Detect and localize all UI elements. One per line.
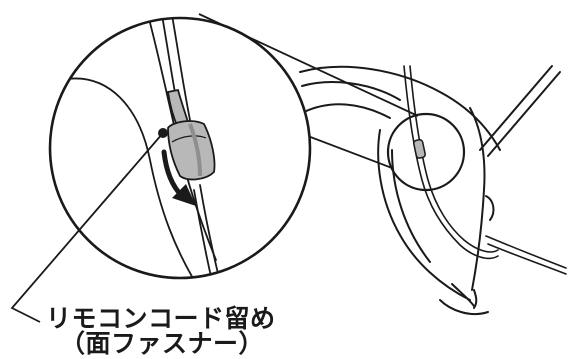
magnified-fastener-clip (166, 88, 216, 181)
callout-leader-line (10, 132, 164, 323)
callout-label-line1: リモコンコード留め (46, 304, 276, 333)
remote-cable (403, 65, 567, 275)
small-clip (413, 138, 426, 159)
callout-label-line2: （面ファスナー） (60, 329, 265, 358)
device-body (299, 65, 561, 316)
detail-target-circle (386, 112, 466, 192)
curved-arrow-icon (161, 149, 196, 206)
